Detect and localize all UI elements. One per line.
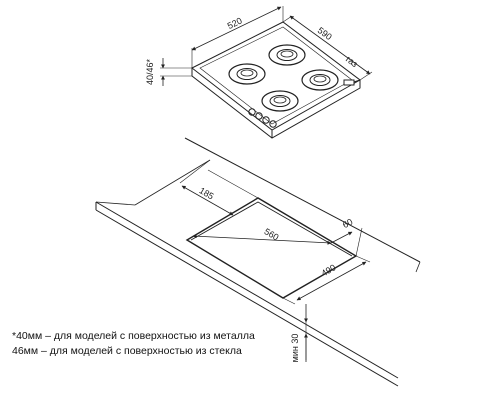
note-metal: *40мм – для моделей с поверхностью из ме… xyxy=(12,330,255,342)
dim-line-590 xyxy=(289,15,371,75)
dim-line-560 xyxy=(192,234,332,245)
countertop-back-edge xyxy=(184,137,421,263)
dim-label-185: 185 xyxy=(197,185,215,201)
dim-label-min30: мин 30 xyxy=(290,334,300,363)
dim-line-185 xyxy=(181,185,234,216)
cutout-opening xyxy=(185,197,358,299)
countertop-front-edge xyxy=(95,201,399,379)
burner-back-right xyxy=(268,44,306,66)
hob-drawing: 520 590 газ 40/46* xyxy=(145,6,373,139)
dim-line-520 xyxy=(191,6,282,51)
countertop-front-edge-bottom xyxy=(95,209,399,387)
dim-label-height: 40/46* xyxy=(145,58,155,85)
dim-label-590: 590 xyxy=(316,25,334,42)
burner-front-left xyxy=(261,90,299,112)
gas-label: газ xyxy=(344,54,360,69)
dim-line-490 xyxy=(296,261,367,301)
dim-line-60 xyxy=(330,231,353,244)
dim-label-490: 490 xyxy=(319,262,337,278)
burner-back-left xyxy=(228,63,266,85)
gas-connector-icon xyxy=(343,79,361,86)
control-knobs xyxy=(248,108,277,128)
note-glass: 46мм – для моделей с поверхностью из сте… xyxy=(12,345,242,357)
dim-label-60: 60 xyxy=(341,217,355,231)
burner-front-right xyxy=(301,69,339,91)
dim-label-520: 520 xyxy=(226,16,244,32)
countertop-drawing: 185 560 60 490 мин 30 xyxy=(95,137,421,387)
